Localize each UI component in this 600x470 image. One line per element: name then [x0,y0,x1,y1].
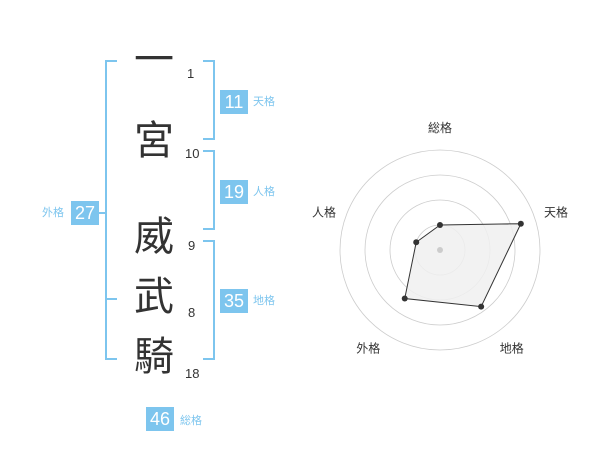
radar-point-1 [517,220,524,227]
stroke-count-3: 9 [188,238,196,253]
stroke-count-4: 8 [188,305,196,320]
radar-axis-label-2: 地格 [500,341,524,356]
chikaku-bracket-vertical [213,240,215,360]
radar-axis-label-3: 外格 [356,341,380,356]
radar-point-4 [413,239,420,246]
tenkaku-label: 天格 [253,95,275,108]
radar-grid-ring-4 [339,149,541,351]
radar-point-0 [437,222,443,228]
radar-axis-label-1: 天格 [544,204,568,219]
name-char-2: 宮 [134,118,174,164]
soukaku-score-badge: 46 [146,407,174,431]
name-char-1: 一 [134,37,174,83]
radar-point-3 [401,295,408,302]
radar-point-2 [478,303,485,310]
gaikaku-bracket-bottom [105,358,117,360]
chikaku-label: 地格 [253,294,275,307]
soukaku-label: 総格 [180,414,202,427]
jinkaku-score-badge: 19 [220,180,248,204]
gaikaku-bracket-top [105,60,117,62]
jinkaku-bracket-bottom [203,228,215,230]
jinkaku-bracket-top [203,150,215,152]
gaikaku-label: 外格 [42,206,64,219]
chikaku-bracket-top [203,240,215,242]
radar-axis-label-4: 人格 [312,204,336,219]
gaikaku-bracket-vertical [105,60,107,360]
tenkaku-bracket-top [203,60,215,62]
stroke-count-1: 1 [187,66,195,81]
tenkaku-bracket-bottom [203,138,215,140]
gaikaku-bracket-mid [105,298,117,300]
chikaku-bracket-bottom [203,358,215,360]
gaikaku-score-badge: 27 [71,201,99,225]
jinkaku-bracket-vertical [213,150,215,230]
radar-series-polygon-0 [404,223,522,308]
tenkaku-score-badge: 11 [220,90,248,114]
chikaku-score-badge: 35 [220,289,248,313]
radar-axis-label-0: 総格 [428,120,452,135]
radar-grid-ring-3 [364,174,516,326]
jinkaku-label: 人格 [253,185,275,198]
stroke-count-5: 18 [185,366,200,381]
name-char-5: 騎 [134,334,174,380]
name-char-3: 威 [134,214,174,260]
gaikaku-connector [97,212,105,214]
name-char-4: 武 [134,274,174,320]
tenkaku-bracket-vertical [213,60,215,140]
radar-center-dot [437,247,443,253]
stroke-count-2: 10 [185,146,200,161]
